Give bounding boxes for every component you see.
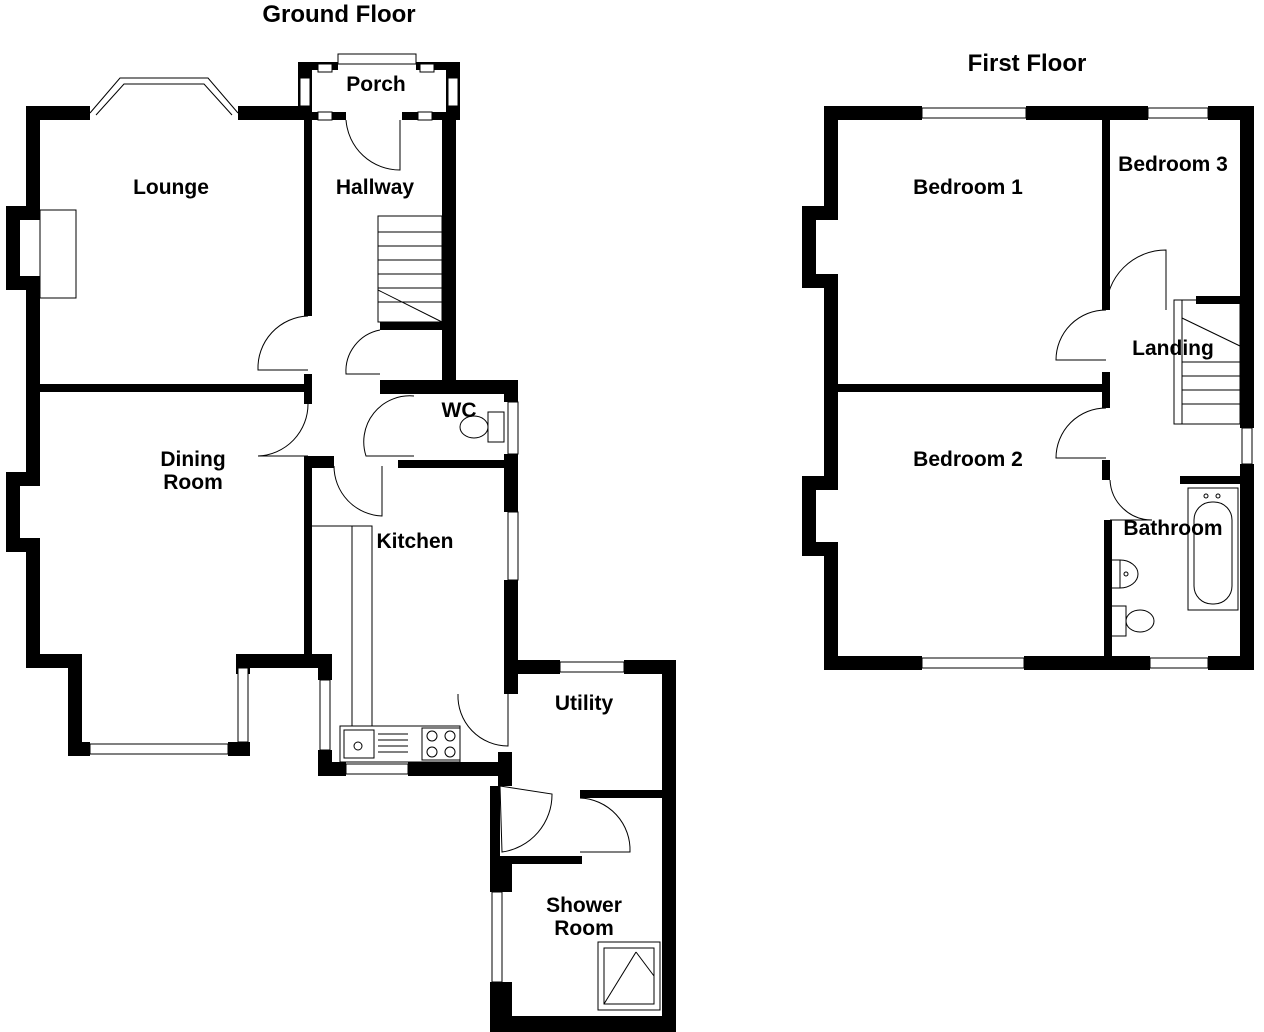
room-label-dining: Dining: [160, 448, 225, 471]
room-label-hallway: Hallway: [336, 176, 415, 199]
room-label-shower-room: Room: [554, 917, 614, 940]
room-label-utility: Utility: [555, 692, 614, 715]
room-label-bathroom: Bathroom: [1123, 517, 1222, 540]
first-floor: First Floor: [802, 50, 1254, 670]
ground-floor-doors: [257, 119, 631, 853]
ground-floor-windows: [89, 53, 625, 983]
first-floor-doors: [1055, 249, 1167, 521]
ground-floor-fixtures: [39, 209, 661, 1011]
room-label-dining-room: Room: [163, 471, 223, 494]
ground-floor-walls: [6, 62, 676, 1032]
first-floor-walls: [802, 106, 1254, 670]
room-label-porch: Porch: [346, 73, 406, 96]
room-label-wc: WC: [442, 399, 477, 422]
first-floor-fixtures: [1109, 299, 1241, 637]
room-label-lounge: Lounge: [133, 176, 209, 199]
room-label-bedroom-1: Bedroom 1: [913, 176, 1023, 199]
ground-floor: Ground Floor: [6, 1, 676, 1032]
room-label-bedroom-3: Bedroom 3: [1118, 153, 1228, 176]
room-label-shower: Shower: [546, 894, 622, 917]
room-label-landing: Landing: [1132, 337, 1214, 360]
ground-floor-title: Ground Floor: [262, 1, 415, 28]
first-floor-title: First Floor: [968, 50, 1087, 77]
room-label-kitchen: Kitchen: [376, 530, 453, 553]
room-label-bedroom-2: Bedroom 2: [913, 448, 1023, 471]
first-floor-windows: [921, 107, 1253, 669]
